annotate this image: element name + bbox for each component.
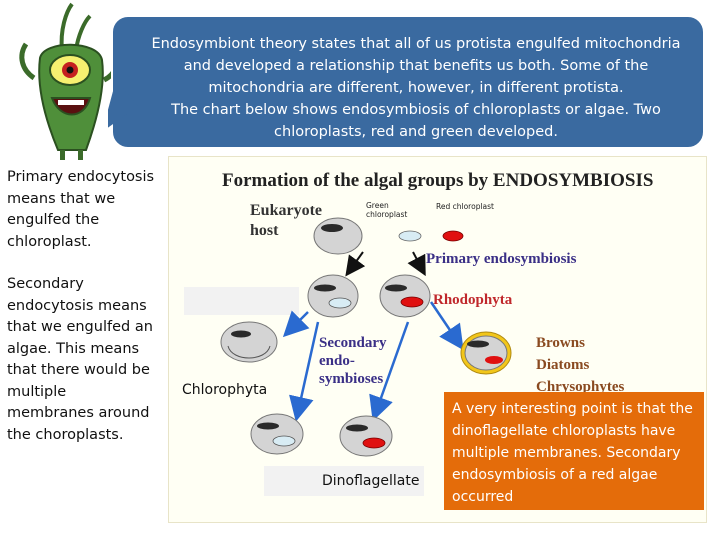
secondary-endosymbioses-label: Secondary endo- symbioses xyxy=(319,334,387,388)
chlorophyta-label: Chlorophyta xyxy=(182,382,268,398)
endosymbiosis-diagram xyxy=(220,217,512,457)
arrow-to-chlorophyta xyxy=(282,310,310,338)
arrow-to-browns xyxy=(429,301,464,351)
diatoms-text: Diatoms xyxy=(536,357,590,373)
callout-line: Endosymbiont theory states that all of u… xyxy=(151,36,681,52)
browns-cell xyxy=(460,331,512,375)
cover-box xyxy=(184,287,299,315)
callout-line: mitochondria are different, however, in … xyxy=(208,80,624,96)
host-text: host xyxy=(250,222,279,239)
diagram-title: Formation of the algal groups by ENDOSYM… xyxy=(222,170,654,191)
primary-explanation: Primary endocytosis means that we engulf… xyxy=(7,169,155,250)
rhodophyta-label: Rhodophyta xyxy=(433,292,513,308)
red-algae-cell xyxy=(379,274,431,318)
red-chloroplast xyxy=(442,230,464,242)
dinoflagellate-cell xyxy=(339,415,393,457)
callout-line: chloroplasts, red and green developed. xyxy=(274,124,558,140)
symbioses-text: symbioses xyxy=(319,371,384,387)
green-chloroplast-label: Green chloroplast xyxy=(366,201,407,219)
dinoflagellate-label: Dinoflagellate xyxy=(322,473,420,489)
chlorophyta-cell xyxy=(220,321,278,363)
cover-box xyxy=(264,466,424,496)
eukaryote-host-label: Eukaryote host xyxy=(250,201,322,241)
green-text: Green xyxy=(366,201,389,210)
callout-text: Endosymbiont theory states that all of u… xyxy=(138,33,694,143)
cartoon-character-image xyxy=(19,2,120,160)
speech-callout xyxy=(108,15,705,149)
arrow-to-euglenid xyxy=(289,321,320,422)
browns-group-label: Browns Diatoms Chrysophytes xyxy=(536,332,624,398)
primary-endosymbiosis-label: Primary endosymbiosis xyxy=(426,251,577,267)
eukaryote-host-cell xyxy=(313,217,363,255)
callout-line: and developed a relationship that benefi… xyxy=(183,58,649,74)
secondary-green-cell xyxy=(250,413,304,455)
callout-line: The chart below shows endosymbiosis of c… xyxy=(171,102,661,118)
arrow-to-red xyxy=(407,251,426,277)
eukaryote-text: Eukaryote xyxy=(250,202,322,219)
chrysophytes-text: Chrysophytes xyxy=(536,379,625,395)
endo-text: endo- xyxy=(319,353,355,369)
green-chloroplast xyxy=(398,230,422,242)
arrow-to-dinoflagellate xyxy=(369,321,410,422)
browns-text: Browns xyxy=(536,335,585,351)
chloroplast-text: chloroplast xyxy=(366,210,408,219)
green-algae-cell xyxy=(307,274,359,318)
note-box: A very interesting point is that the din… xyxy=(444,392,704,510)
secondary-explanation: Secondary endocytosis means that we engu… xyxy=(7,276,153,443)
secondary-text: Secondary xyxy=(319,335,387,351)
arrow-to-green xyxy=(345,251,366,277)
red-chloroplast-label: Red chloroplast xyxy=(436,202,494,211)
